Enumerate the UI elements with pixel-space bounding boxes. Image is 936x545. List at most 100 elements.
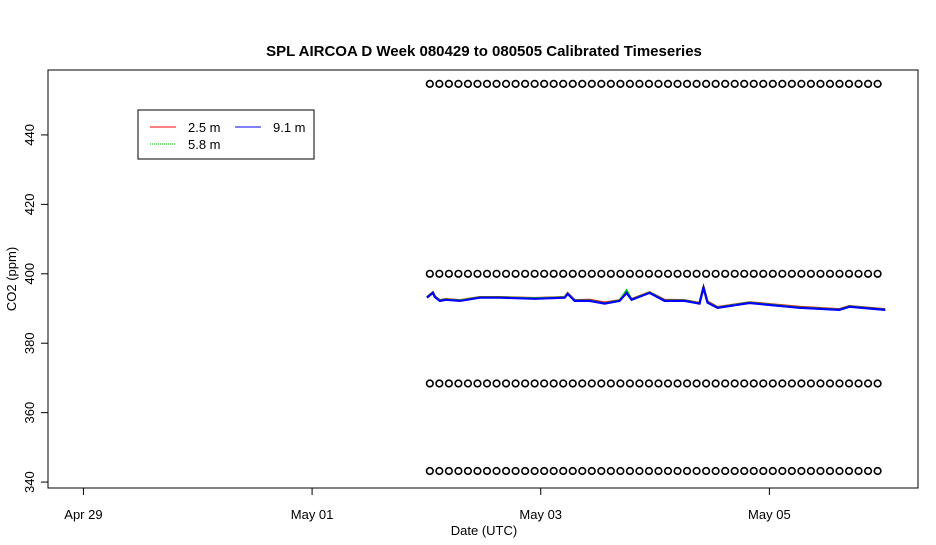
calibration-point — [597, 269, 606, 278]
x-tick-label: May 05 — [748, 507, 791, 522]
calibration-point — [568, 379, 577, 388]
calibration-point — [835, 379, 844, 388]
calibration-point — [787, 79, 796, 88]
calibration-point — [559, 269, 568, 278]
calibration-point — [711, 79, 720, 88]
calibration-point — [778, 466, 787, 476]
calibration-point — [759, 269, 768, 278]
calibration-point — [863, 269, 873, 278]
calibration-point — [854, 269, 863, 278]
calibration-point — [444, 269, 453, 278]
calibration-point — [444, 466, 453, 476]
calibration-point — [692, 269, 701, 278]
calibration-point — [606, 79, 615, 88]
calibration-point — [682, 79, 692, 88]
calibration-point — [759, 379, 768, 388]
calibration-point — [721, 466, 730, 476]
calibration-point — [463, 379, 473, 388]
calibration-point — [663, 79, 673, 88]
calibration-point — [873, 79, 882, 88]
calibration-point — [625, 466, 635, 476]
calibration-point — [644, 379, 654, 388]
calibration-point — [806, 466, 816, 476]
calibration-point — [530, 269, 539, 278]
calibration-point — [578, 269, 587, 278]
calibration-point — [673, 379, 682, 388]
legend: 2.5 m 5.8 m 9.1 m — [137, 109, 315, 160]
calibration-point — [492, 79, 501, 88]
calibration-point — [768, 466, 777, 476]
calibration-point — [463, 269, 473, 278]
y-tick-label: 380 — [22, 332, 37, 354]
calibration-point — [873, 379, 882, 388]
calibration-point — [835, 269, 844, 278]
calibration-point — [540, 379, 549, 388]
calibration-point — [797, 79, 806, 88]
calibration-point — [682, 379, 692, 388]
legend-label-9-1m: 9.1 m — [273, 120, 306, 135]
calibration-point — [778, 79, 787, 88]
calibration-point — [597, 466, 606, 476]
calibration-point — [721, 379, 730, 388]
calibration-point — [844, 379, 854, 388]
calibration-point — [635, 466, 644, 476]
calibration-point — [721, 79, 730, 88]
x-axis-label: Date (UTC) — [451, 523, 517, 538]
calibration-point — [511, 79, 520, 88]
calibration-point — [654, 79, 663, 88]
calibration-point — [492, 379, 501, 388]
calibration-point — [473, 79, 482, 88]
y-axis-label: CO2 (ppm) — [4, 247, 19, 311]
calibration-point — [521, 379, 530, 388]
calibration-point — [635, 79, 644, 88]
calibration-point — [568, 269, 577, 278]
calibration-point — [521, 269, 530, 278]
x-axis: Apr 29 May 01 May 03 May 05 — [64, 488, 791, 522]
calibration-point — [816, 79, 825, 88]
calibration-point — [587, 466, 596, 476]
plot-frame — [47, 69, 919, 489]
calibration-point — [816, 379, 825, 388]
y-tick-label: 420 — [22, 194, 37, 216]
calibration-point — [749, 379, 758, 388]
calibration-point — [616, 466, 625, 476]
calibration-point — [711, 269, 720, 278]
x-tick-label: Apr 29 — [64, 507, 102, 522]
calibration-point — [568, 466, 577, 476]
calibration-point — [702, 269, 711, 278]
calibration-point — [559, 379, 568, 388]
calibration-point — [587, 269, 596, 278]
calibration-point — [740, 269, 749, 278]
calibration-point — [425, 466, 434, 476]
calibration-point — [482, 269, 492, 278]
calibration-point — [559, 79, 568, 88]
calibration-point — [492, 466, 501, 476]
calibration-point — [473, 379, 482, 388]
calibration-point — [825, 269, 835, 278]
calibration-point — [568, 79, 577, 88]
calibration-point — [625, 79, 635, 88]
calibration-point — [721, 269, 730, 278]
calibration-point — [816, 269, 825, 278]
chart-title: SPL AIRCOA D Week 080429 to 080505 Calib… — [266, 43, 702, 60]
calibration-point — [825, 79, 835, 88]
calibration-point — [806, 269, 816, 278]
calibration-point — [844, 269, 854, 278]
calibration-point — [444, 79, 453, 88]
calibration-point — [454, 379, 463, 388]
calibration-point — [797, 379, 806, 388]
calibration-point — [597, 79, 606, 88]
x-tick-label: May 03 — [519, 507, 562, 522]
legend-label-5-8m: 5.8 m — [188, 137, 221, 152]
calibration-point — [435, 79, 444, 88]
x-tick-label: May 01 — [291, 507, 334, 522]
calibration-points — [425, 79, 882, 476]
y-tick-label: 360 — [22, 402, 37, 424]
calibration-point — [578, 79, 587, 88]
calibration-point — [682, 269, 692, 278]
calibration-point — [625, 379, 635, 388]
calibration-point — [482, 379, 492, 388]
calibration-point — [787, 466, 796, 476]
